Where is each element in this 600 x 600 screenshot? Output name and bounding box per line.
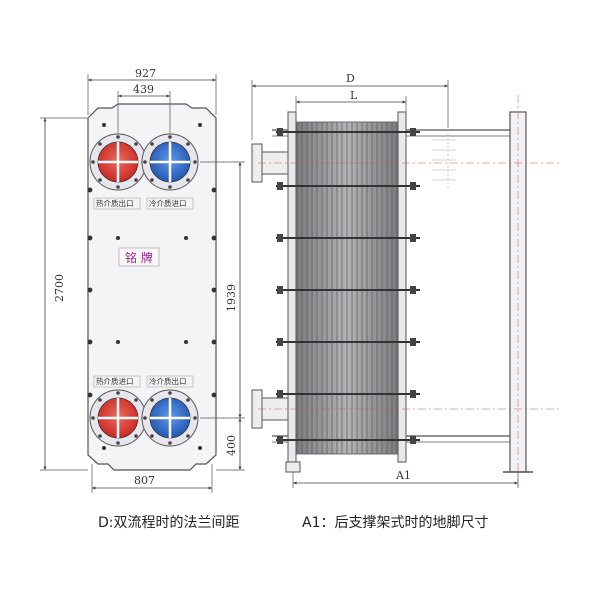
label-hot-outlet: 热介质出口: [96, 198, 134, 208]
front-foot: [285, 461, 301, 473]
dim-port-spacing: 439: [133, 83, 154, 96]
dim-foot-spacing: 807: [134, 474, 155, 487]
pressure-plate: [397, 111, 407, 463]
port-cold-bottom: [141, 389, 199, 447]
fixed-frame-plate: [287, 111, 297, 463]
frame-plate: [87, 103, 217, 471]
dim-support-length-a1: A1: [395, 469, 411, 482]
port-hot-top: [89, 133, 147, 191]
plate-lines: [301, 122, 393, 454]
dim-stack-length-d: D: [346, 72, 355, 85]
port-hot-bottom: [89, 389, 147, 447]
dim-bottom-port-height: 400: [225, 435, 238, 456]
label-hot-inlet: 热介质进口: [96, 376, 134, 386]
dim-overall-height: 2700: [53, 274, 66, 302]
tie-bolts: [276, 131, 420, 441]
dim-plate-pack-l: L: [350, 89, 358, 102]
dim-overall-width: 927: [135, 67, 156, 80]
front-view: 热介质出口 冷介质进口 热介质进口 冷介质出口 铭 牌 927 439 2700…: [40, 67, 245, 493]
dim-port-vertical-spacing: 1939: [225, 284, 238, 312]
nameplate-box: [118, 247, 160, 267]
label-cold-outlet: 冷介质出口: [149, 376, 187, 386]
nameplate-label: 铭 牌: [125, 250, 153, 265]
side-view: D L A1: [251, 72, 560, 490]
bolt-nuts: [277, 128, 416, 444]
caption-double-pass-flange: D:双流程时的法兰间距: [98, 515, 240, 531]
caption-rear-support-foot: A1：后支撑架式时的地脚尺寸: [302, 515, 489, 531]
port-cold-top: [141, 133, 199, 191]
frame-bolts: [87, 123, 217, 450]
label-cold-inlet: 冷介质进口: [149, 198, 187, 208]
